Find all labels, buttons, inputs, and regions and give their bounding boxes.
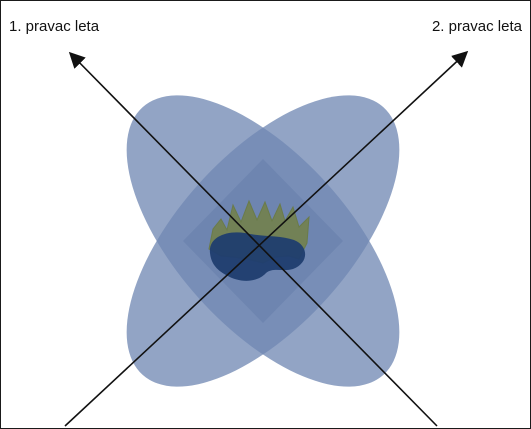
- flight-direction-label-2: 2. pravac leta: [431, 18, 522, 35]
- flight-path-2: [64, 50, 469, 427]
- flight-direction-label-1: 1. pravac leta: [9, 18, 100, 35]
- flight-path-1: [68, 51, 438, 427]
